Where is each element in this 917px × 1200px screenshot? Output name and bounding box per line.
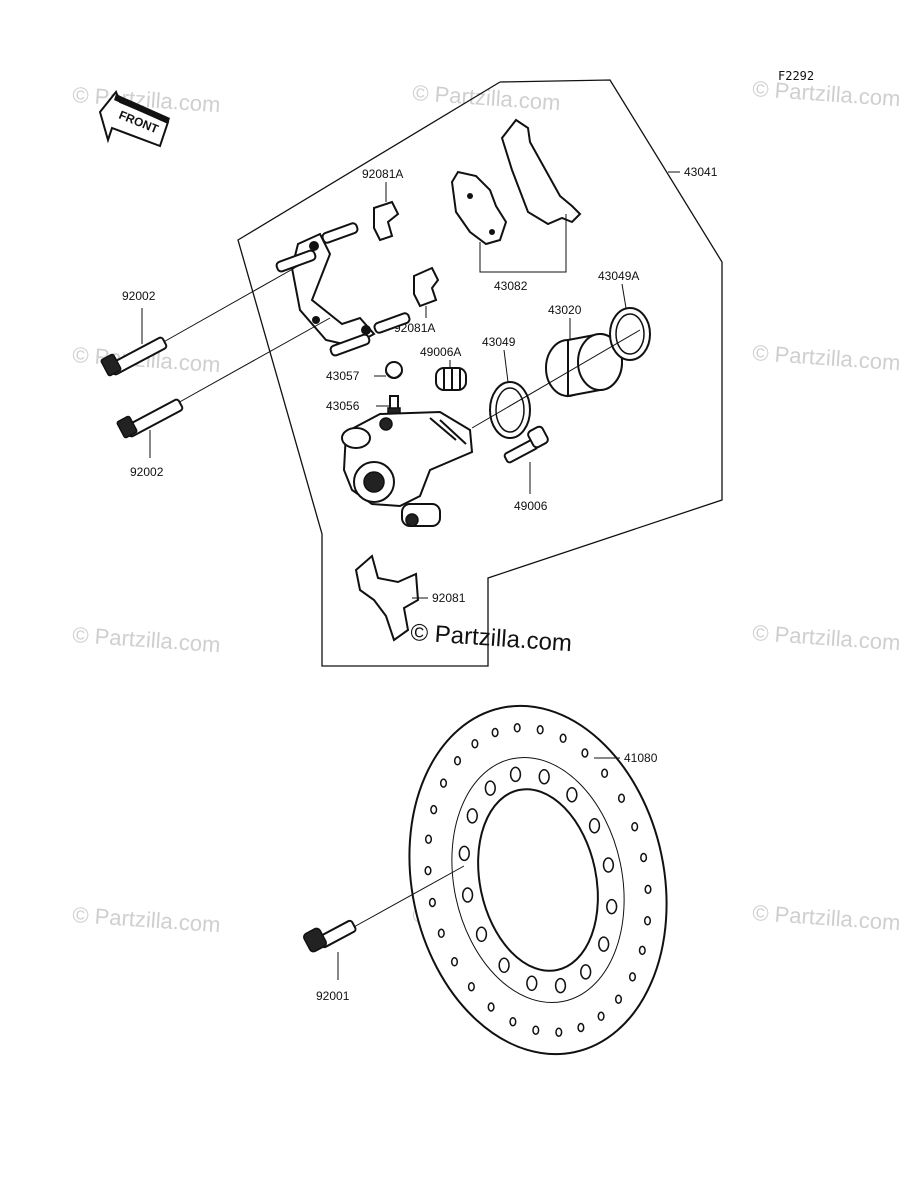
callout-43082: 43082 bbox=[494, 279, 528, 293]
disc-hole bbox=[491, 727, 499, 738]
disc-hole bbox=[617, 793, 626, 803]
disc-hole bbox=[597, 1011, 605, 1022]
disc-hole bbox=[458, 845, 470, 862]
disc-hole bbox=[555, 1027, 563, 1037]
front-arrow-icon: FRONT bbox=[98, 90, 170, 148]
disc-hole bbox=[430, 804, 438, 815]
dust-boot-icon bbox=[435, 367, 467, 391]
bolt-icon bbox=[116, 317, 331, 439]
piston-icon bbox=[545, 332, 623, 398]
disc-hole bbox=[643, 916, 652, 926]
pad-spring-icon bbox=[413, 266, 440, 308]
brake-pad-icon bbox=[450, 118, 582, 246]
disc-hole bbox=[536, 725, 544, 735]
callout-43049a: 43049A bbox=[598, 269, 639, 283]
callout-41080: 41080 bbox=[624, 751, 658, 765]
callout-43056: 43056 bbox=[326, 399, 360, 413]
callout-92002-bot: 92002 bbox=[130, 465, 164, 479]
disc-hole bbox=[498, 957, 510, 974]
disc-hole bbox=[484, 780, 496, 796]
slide-pin-icon bbox=[503, 425, 549, 464]
disc-hole bbox=[631, 821, 639, 832]
callout-43049: 43049 bbox=[482, 335, 516, 349]
anti-rattle-spring-icon bbox=[354, 554, 420, 642]
disc-hole bbox=[581, 748, 589, 758]
callout-92081: 92081 bbox=[432, 591, 466, 605]
watermark: © Partzilla.com bbox=[412, 80, 562, 115]
disc-hole bbox=[428, 897, 436, 908]
caliper-bracket-icon bbox=[275, 222, 411, 357]
figure-code: F2292 bbox=[778, 69, 814, 83]
brake-disc-icon bbox=[408, 704, 668, 1056]
callout-43020: 43020 bbox=[548, 303, 582, 317]
disc-hole bbox=[466, 808, 478, 824]
watermark: © Partzilla.com bbox=[752, 620, 902, 655]
disc-hole bbox=[601, 768, 609, 779]
disc-hole bbox=[640, 852, 648, 863]
disc-hole bbox=[628, 972, 637, 982]
disc-hole bbox=[638, 945, 646, 956]
disc-hole bbox=[439, 778, 448, 788]
disc-bolt-icon bbox=[303, 865, 465, 953]
disc-hole bbox=[588, 817, 601, 834]
callout-92001: 92001 bbox=[316, 989, 350, 1003]
disc-hole bbox=[424, 834, 433, 844]
disc-hole bbox=[602, 857, 615, 873]
disc-hole bbox=[538, 768, 550, 785]
watermark: © Partzilla.com bbox=[752, 900, 902, 935]
watermark: © Partzilla.com bbox=[752, 340, 902, 375]
disc-hole bbox=[513, 723, 521, 733]
callout-92081a-top: 92081A bbox=[362, 167, 403, 181]
disc-hole bbox=[606, 898, 618, 915]
assembly-frame bbox=[237, 79, 723, 667]
disc-hole bbox=[580, 964, 592, 980]
bleeder-cap-icon bbox=[385, 361, 403, 379]
disc-hole bbox=[487, 1002, 495, 1012]
watermark: © Partzilla.com bbox=[72, 902, 222, 937]
disc-hole bbox=[566, 786, 578, 803]
main-watermark: © Partzilla.com bbox=[410, 619, 573, 657]
disc-hole bbox=[467, 981, 475, 992]
pad-spring-icon bbox=[373, 200, 400, 242]
disc-hole bbox=[453, 756, 462, 766]
disc-hole bbox=[598, 936, 610, 952]
disc-hole bbox=[461, 887, 474, 903]
disc-hole bbox=[509, 766, 522, 783]
disc-hole bbox=[644, 884, 652, 895]
caliper-body-icon bbox=[341, 410, 474, 527]
disc-hole bbox=[424, 865, 432, 876]
callout-43057: 43057 bbox=[326, 369, 360, 383]
disc-hole bbox=[614, 994, 623, 1004]
disc-hole bbox=[509, 1016, 517, 1027]
disc-hole bbox=[577, 1022, 585, 1033]
disc-hole bbox=[471, 738, 479, 749]
bolt-icon bbox=[100, 265, 299, 377]
watermark: © Partzilla.com bbox=[72, 622, 222, 657]
disc-hole bbox=[450, 957, 459, 967]
callout-43041: 43041 bbox=[684, 165, 718, 179]
disc-hole bbox=[532, 1025, 540, 1035]
disc-hole bbox=[554, 977, 567, 994]
watermark: © Partzilla.com bbox=[752, 76, 902, 111]
callout-49006a: 49006A bbox=[420, 345, 461, 359]
disc-hole bbox=[559, 733, 567, 744]
disc-hole bbox=[437, 928, 445, 939]
callout-92002-top: 92002 bbox=[122, 289, 156, 303]
disc-hole bbox=[475, 926, 488, 943]
callout-49006: 49006 bbox=[514, 499, 548, 513]
disc-hole bbox=[526, 975, 538, 992]
